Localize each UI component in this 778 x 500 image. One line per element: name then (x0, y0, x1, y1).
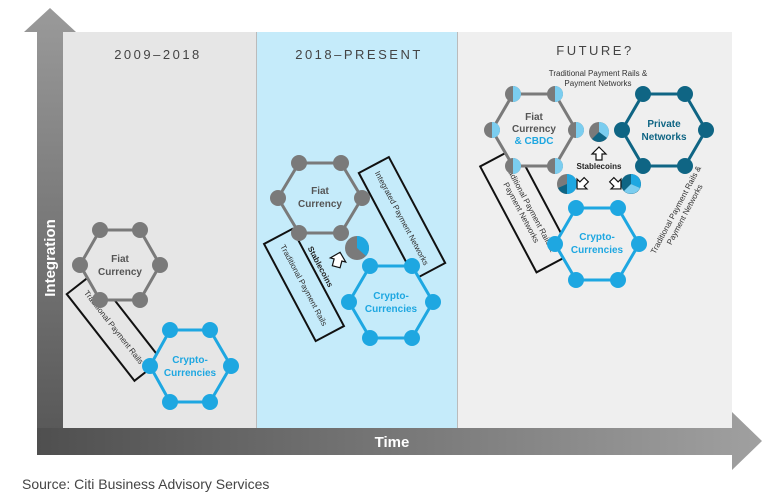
crypto-currencies-hexagon: Crypto- Currencies (547, 200, 647, 288)
y-axis-label: Integration (42, 219, 59, 297)
hex-label: Currency (98, 267, 142, 278)
node-dots (270, 155, 370, 241)
hex-label: Fiat (311, 186, 329, 197)
hex-label: & CBDC (515, 136, 554, 147)
stablecoin-arrow-icon (576, 176, 590, 190)
y-axis-arrow (24, 8, 76, 455)
stablecoin-arrow-icon (608, 176, 622, 190)
fiat-currency-hexagon: Fiat Currency (270, 155, 370, 241)
hex-label: Currency (298, 199, 342, 210)
hex-label: Fiat (111, 254, 129, 265)
crypto-currencies-hexagon: Crypto- Currencies (341, 258, 441, 346)
hex-label: Private (647, 119, 681, 130)
stablecoin-arrow-icon (590, 146, 608, 161)
crypto-currencies-hexagon: Crypto- Currencies (142, 322, 239, 410)
hex-label: Currencies (571, 245, 624, 256)
hex-label: Currency (512, 124, 556, 135)
hex-label: Crypto- (579, 232, 615, 243)
node-dots (547, 200, 647, 288)
hex-label: Currencies (164, 368, 217, 379)
stablecoin-node (345, 235, 370, 260)
top-rails-label: Payment Networks (564, 79, 631, 88)
stablecoin-node (621, 174, 641, 194)
stablecoins-label: Stablecoins (577, 162, 622, 171)
period-header: FUTURE? (556, 43, 633, 58)
stablecoin-arrow-icon (328, 251, 347, 269)
node-dots (614, 86, 714, 174)
period-header: 2018–PRESENT (295, 47, 423, 62)
hex-label: Crypto- (373, 291, 409, 302)
period-header: 2009–2018 (114, 47, 202, 62)
top-rails-label: Traditional Payment Rails & (549, 69, 648, 78)
node-dots (142, 322, 239, 410)
node-dots (341, 258, 441, 346)
stablecoin-node (557, 174, 577, 194)
fiat-cbdc-hexagon: Fiat Currency & CBDC (484, 86, 584, 174)
period1-group: Traditional Payment Rails Fiat Currency … (65, 222, 239, 410)
fiat-currency-hexagon: Fiat Currency (72, 222, 168, 308)
private-networks-hexagon: Private Networks (614, 86, 714, 174)
x-axis-label: Time (375, 434, 410, 451)
hex-label: Networks (641, 132, 686, 143)
node-dots (484, 86, 584, 174)
hex-label: Currencies (365, 304, 418, 315)
node-dots (72, 222, 168, 308)
hex-label: Crypto- (172, 355, 208, 366)
stablecoin-node (589, 122, 609, 142)
hex-label: Fiat (525, 112, 543, 123)
x-axis-arrow (37, 412, 762, 470)
source-note: Source: Citi Business Advisory Services (22, 476, 270, 492)
